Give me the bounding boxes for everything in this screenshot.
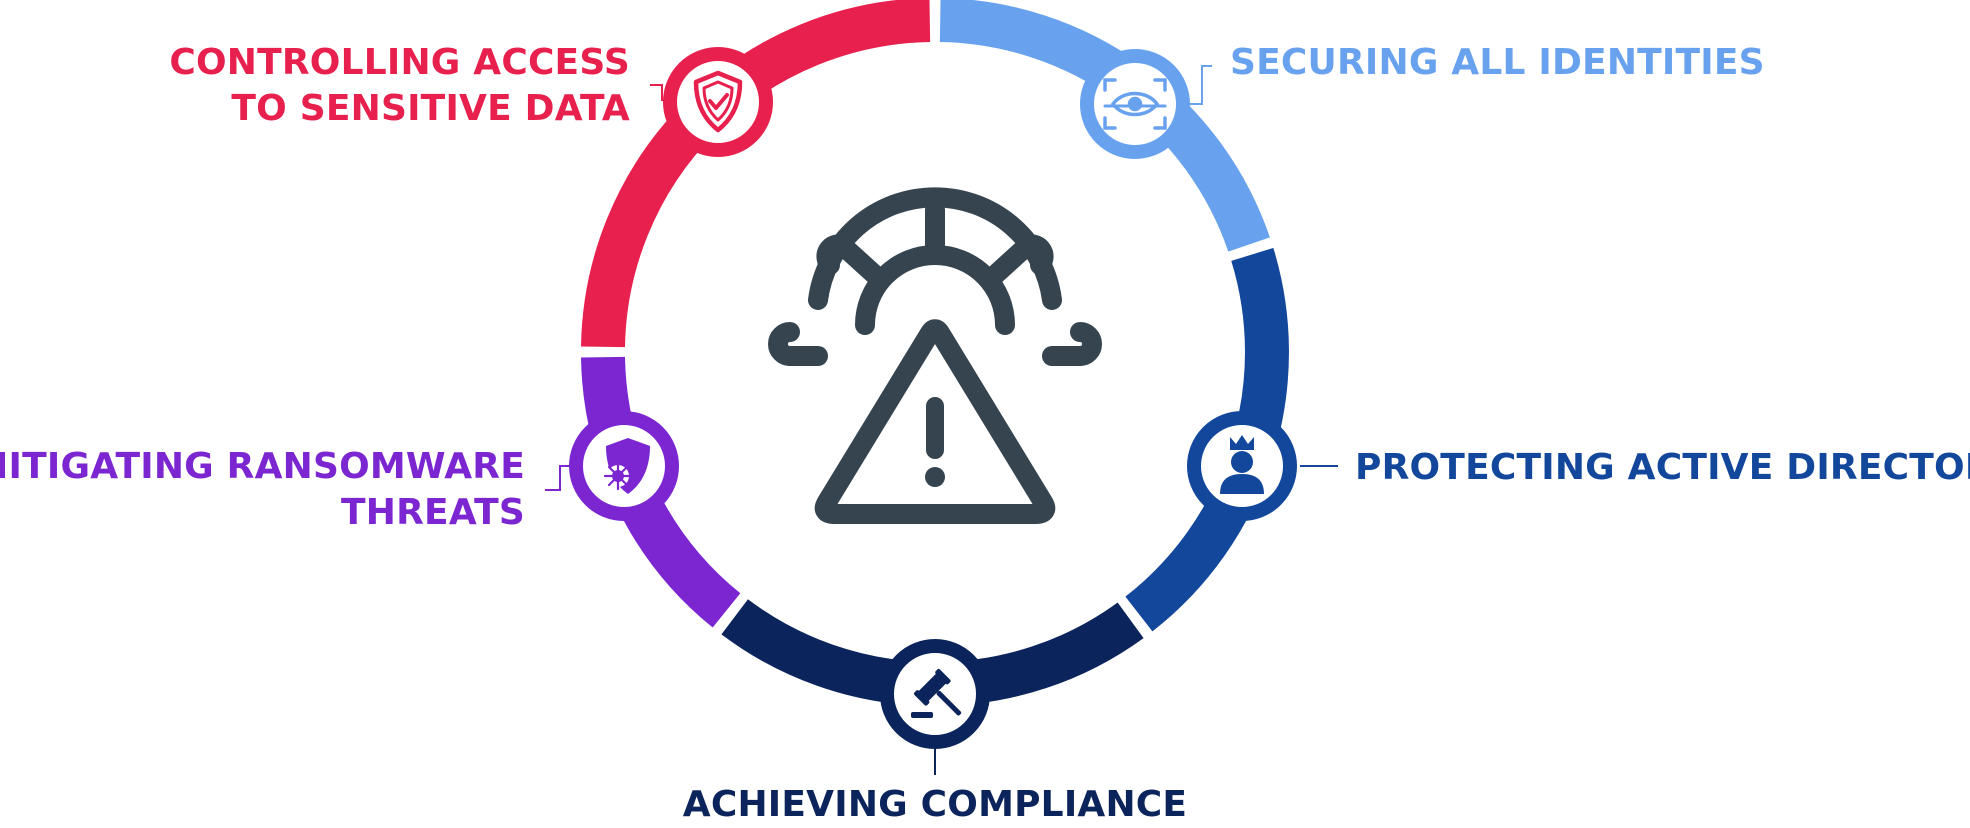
connector-identities xyxy=(1190,65,1212,105)
label-securing-identities: SECURING ALL IDENTITIES xyxy=(1230,42,1765,83)
gavel-icon xyxy=(911,669,962,718)
label-mitigating-ransomware: MITIGATING RANSOMWARE THREATS xyxy=(0,446,525,533)
warning-gear-icon xyxy=(768,187,1102,524)
warning-dot xyxy=(925,467,945,487)
node-access xyxy=(663,47,773,157)
label-protecting-active-directory: PROTECTING ACTIVE DIRECTORY xyxy=(1355,447,1970,488)
label-achieving-compliance: ACHIEVING COMPLIANCE xyxy=(682,784,1188,825)
node-ransomware xyxy=(569,411,679,521)
shield-check-icon xyxy=(693,70,743,133)
shield-virus-icon xyxy=(603,438,650,494)
connector-ransomware xyxy=(545,465,570,491)
node-active-directory xyxy=(1187,411,1297,521)
node-compliance xyxy=(880,639,990,749)
label-controlling-access: CONTROLLING ACCESS TO SENSITIVE DATA xyxy=(169,42,630,129)
node-identities xyxy=(1080,49,1190,159)
eye-scan-icon xyxy=(1103,78,1167,130)
crowned-user-icon xyxy=(1220,435,1264,494)
